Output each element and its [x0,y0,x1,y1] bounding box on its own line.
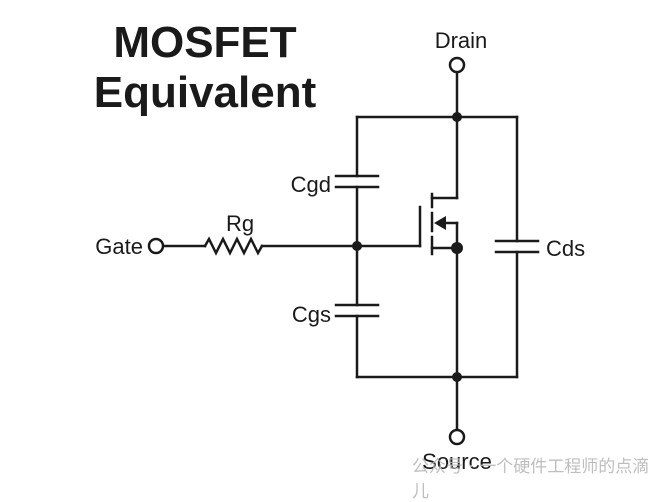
diagram-title: MOSFET Equivalent [70,18,340,118]
label-gate: Gate [95,234,143,259]
junction-source-body [451,242,463,254]
label-cgs: Cgs [292,302,331,327]
rg-resistor [203,236,264,256]
junction-source-bottom [452,372,462,382]
source-terminal [448,428,466,446]
label-drain: Drain [435,28,488,53]
drain-terminal [448,56,466,74]
junction-drain-top [452,112,462,122]
junction-gate [352,241,362,251]
label-rg: Rg [226,211,254,236]
watermark: 公众号 · 一个硬件工程师的点滴儿 [412,457,650,502]
label-cds: Cds [546,236,585,261]
label-source: Source [422,449,492,474]
mosfet-body-arrow [434,216,446,230]
title-line-1: MOSFET [113,18,297,67]
title-line-2: Equivalent [93,68,317,117]
label-cgd: Cgd [291,172,331,197]
gate-terminal [147,237,165,255]
